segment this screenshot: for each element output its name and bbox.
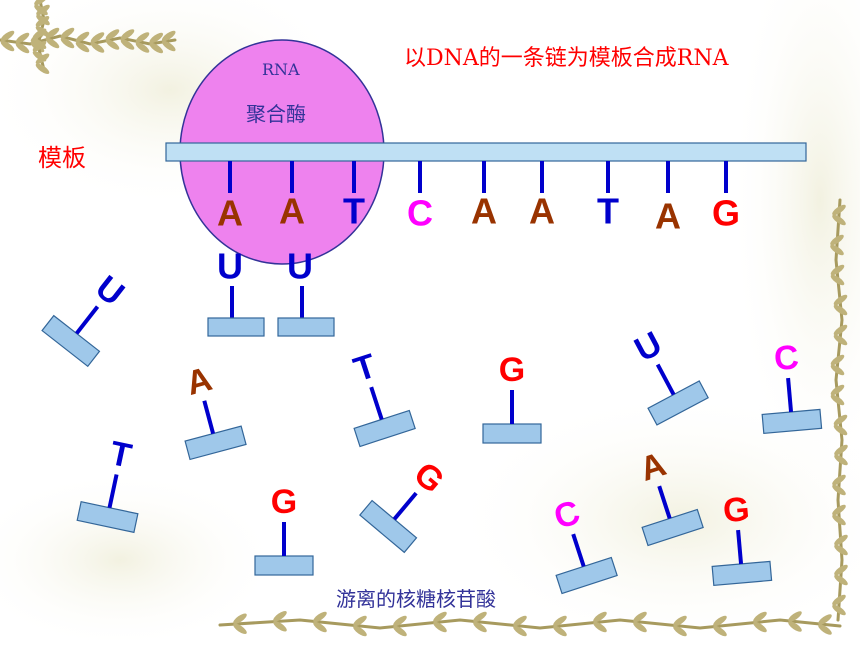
sugar-phosphate-block [184, 425, 247, 461]
template-base: A [217, 193, 243, 234]
vine-border-bottom [218, 611, 842, 637]
free-nucleotides-label: 游离的核糖核苷酸 [336, 587, 496, 611]
free-nucleotide-base: G [271, 483, 297, 521]
sugar-phosphate-block [482, 423, 542, 444]
sugar-phosphate-block [353, 409, 416, 448]
nucleotide-stick [571, 533, 586, 568]
template-base: A [529, 191, 555, 232]
sugar-phosphate-block [711, 560, 773, 587]
rna-base-paired: U [217, 246, 243, 287]
template-base: C [407, 193, 433, 234]
free-nucleotide-base: T [349, 347, 381, 390]
sugar-phosphate-block [41, 314, 101, 368]
sugar-phosphate-block [761, 408, 823, 435]
sugar-phosphate-block [277, 317, 335, 337]
template-base: T [343, 191, 365, 232]
nucleotide-stick [655, 363, 676, 396]
diagram-title: 以DNA的一条链为模板合成RNA [404, 46, 729, 71]
free-nucleotide-base: U [88, 268, 131, 313]
free-nucleotide-base: U [629, 324, 669, 369]
free-nucleotide-base: G [499, 351, 525, 389]
free-nucleotide: C [761, 338, 823, 435]
nucleotide-stick [202, 400, 216, 435]
template-base: G [712, 193, 740, 234]
nucleotide-stick [392, 491, 418, 521]
free-nucleotide: G [359, 455, 451, 554]
free-nucleotide: C [549, 493, 618, 595]
template-label: 模板 [38, 144, 86, 172]
free-nucleotide: G [711, 490, 773, 587]
free-nucleotide: G [482, 351, 542, 444]
nucleotide-stick [75, 305, 100, 335]
nucleotide-stick [657, 485, 672, 520]
free-nucleotide: T [349, 347, 416, 448]
vine-border-left-upper [32, 0, 50, 74]
template-base: A [279, 191, 305, 232]
nucleotide-stick [369, 386, 384, 421]
vine-border-right [830, 198, 848, 622]
free-nucleotide-base: T [107, 434, 135, 476]
sugar-phosphate-block [647, 380, 709, 426]
template-base: T [597, 191, 619, 232]
free-nucleotide-base: G [722, 490, 752, 530]
free-nucleotide: A [182, 360, 247, 461]
dna-template-strand [165, 142, 807, 162]
sugar-phosphate-block [207, 317, 265, 337]
template-base: A [471, 191, 497, 232]
free-nucleotide: U [41, 268, 131, 368]
nucleotide-stick [107, 474, 119, 509]
free-nucleotide-base: A [182, 360, 216, 403]
nucleotide-stick [786, 377, 794, 413]
template-base: A [655, 196, 681, 237]
sugar-phosphate-block [359, 499, 418, 554]
enzyme-label-polymerase: 聚合酶 [246, 102, 306, 126]
sugar-phosphate-block [254, 555, 314, 576]
rna-base-paired: U [287, 246, 313, 287]
enzyme-label-rna: RNA [262, 60, 300, 79]
free-nucleotide: G [254, 483, 314, 576]
nucleotide-stick [736, 529, 744, 565]
free-nucleotide-base: C [772, 338, 800, 378]
